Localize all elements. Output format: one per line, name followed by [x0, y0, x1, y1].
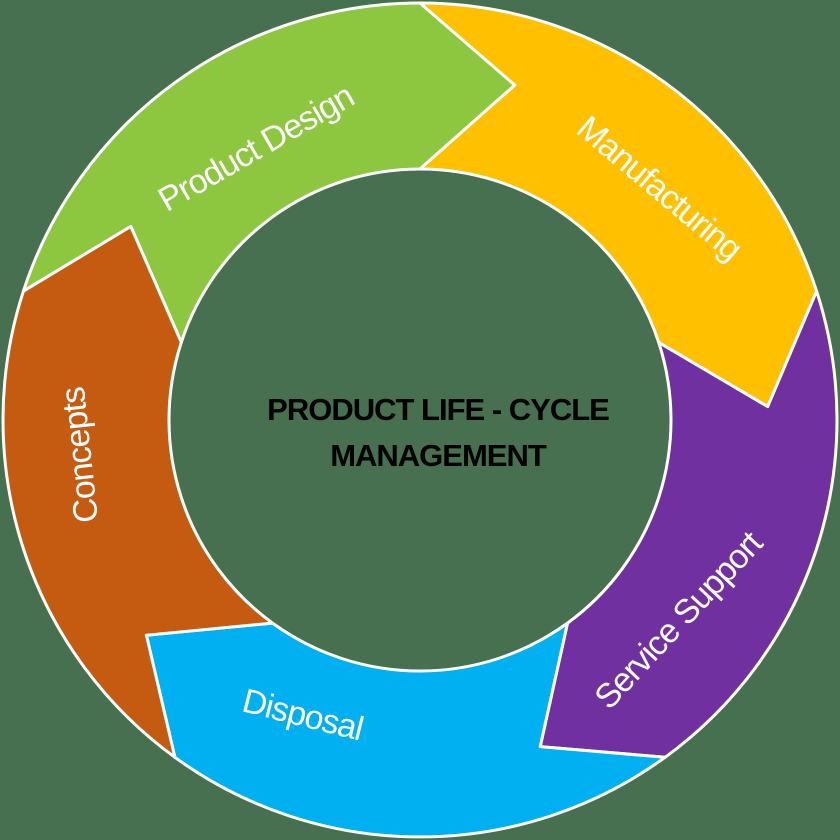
- segment-arrow-disposal: [144, 621, 667, 839]
- segment-arrow-manufacturing: [418, 1, 819, 409]
- segment-arrow-concepts: [1, 224, 274, 759]
- segment-arrow-product-design: [21, 1, 517, 344]
- diagram-title-line1: PRODUCT LIFE - CYCLE: [267, 392, 609, 427]
- segment-arrow-service-support: [538, 289, 839, 759]
- diagram-title: PRODUCT LIFE - CYCLE MANAGEMENT: [267, 392, 610, 473]
- diagram-title-line2: MANAGEMENT: [330, 438, 547, 473]
